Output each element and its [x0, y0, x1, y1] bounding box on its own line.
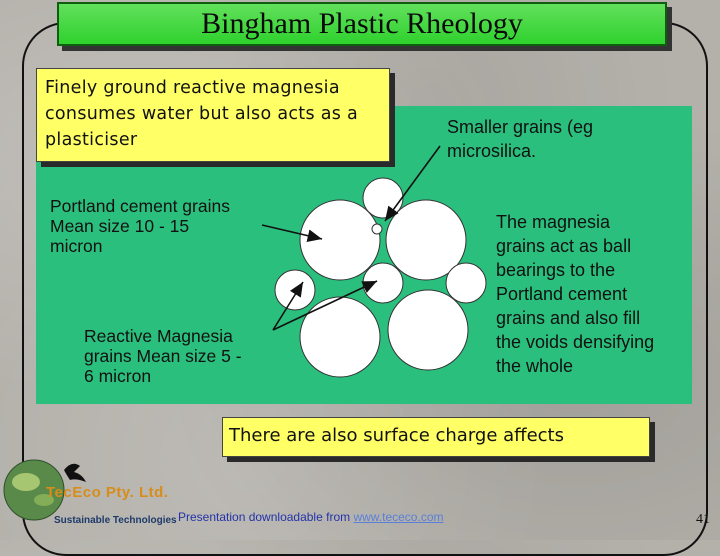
title-banner: Bingham Plastic Rheology [57, 2, 667, 46]
portland-grain [299, 296, 381, 378]
surface-charge-text: There are also surface charge affects [229, 425, 564, 446]
portland-grain [299, 199, 381, 281]
tececo-logo [3, 459, 86, 521]
grain-diagram [261, 145, 487, 378]
portland-grain [385, 199, 467, 281]
page-number: 41 [696, 512, 710, 527]
magnesia-grain [274, 269, 316, 311]
arrow-magnesia-2 [272, 280, 378, 331]
slide-title: Bingham Plastic Rheology [201, 7, 523, 40]
magnesia-grain [362, 262, 404, 304]
arrow-magnesia-1 [272, 281, 304, 331]
intro-callout: Finely ground reactive magnesia consumes… [36, 68, 390, 162]
footer-link[interactable]: www.tececo.com [353, 510, 444, 524]
logo-name: TecEco Pty. Ltd. [46, 484, 169, 501]
arrow-smaller-grains [384, 145, 441, 222]
intro-text: Finely ground reactive magnesia consumes… [45, 78, 359, 150]
arrow-portland [261, 224, 323, 242]
portland-grain [387, 289, 469, 371]
magnesia-grain [445, 262, 487, 304]
footer: Presentation downloadable from www.tecec… [178, 510, 443, 524]
surface-charge-callout: There are also surface charge affects [222, 417, 650, 457]
bird-icon [64, 463, 86, 482]
footer-text: Presentation downloadable from [178, 510, 351, 524]
microsilica-grain [371, 223, 383, 235]
logo-tagline: Sustainable Technologies [54, 515, 177, 526]
magnesia-grain [362, 177, 404, 219]
